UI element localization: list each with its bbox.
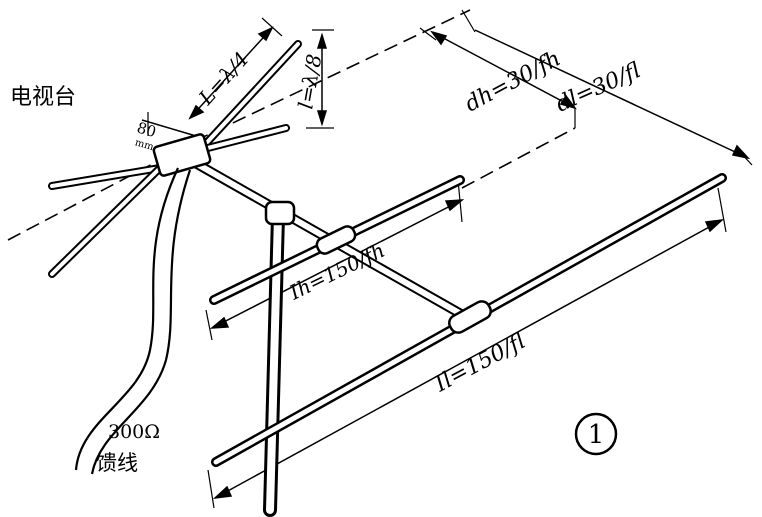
feeder-label: 馈线 [96,451,138,475]
feeder-impedance-label: 300Ω [108,421,160,443]
Il-label: Il=150/fl [430,329,530,398]
spacing-label-group: 80 mm [134,119,159,154]
connector-sleeves [152,133,492,334]
dimension-lines [141,9,753,509]
spacing-unit: mm [134,137,156,153]
dh-label: dh=30/fh [461,46,565,117]
back-element-rods [48,40,302,278]
feeder-cable [74,167,192,475]
station-label: 电视台 [10,85,76,110]
figure-number-badge: 1 [574,412,618,456]
figure-number: 1 [588,420,605,450]
antenna-rods [48,40,727,517]
mast [263,209,285,517]
dl-label: dl=30/fl [552,58,644,117]
spacing-value: 80 [135,119,158,142]
